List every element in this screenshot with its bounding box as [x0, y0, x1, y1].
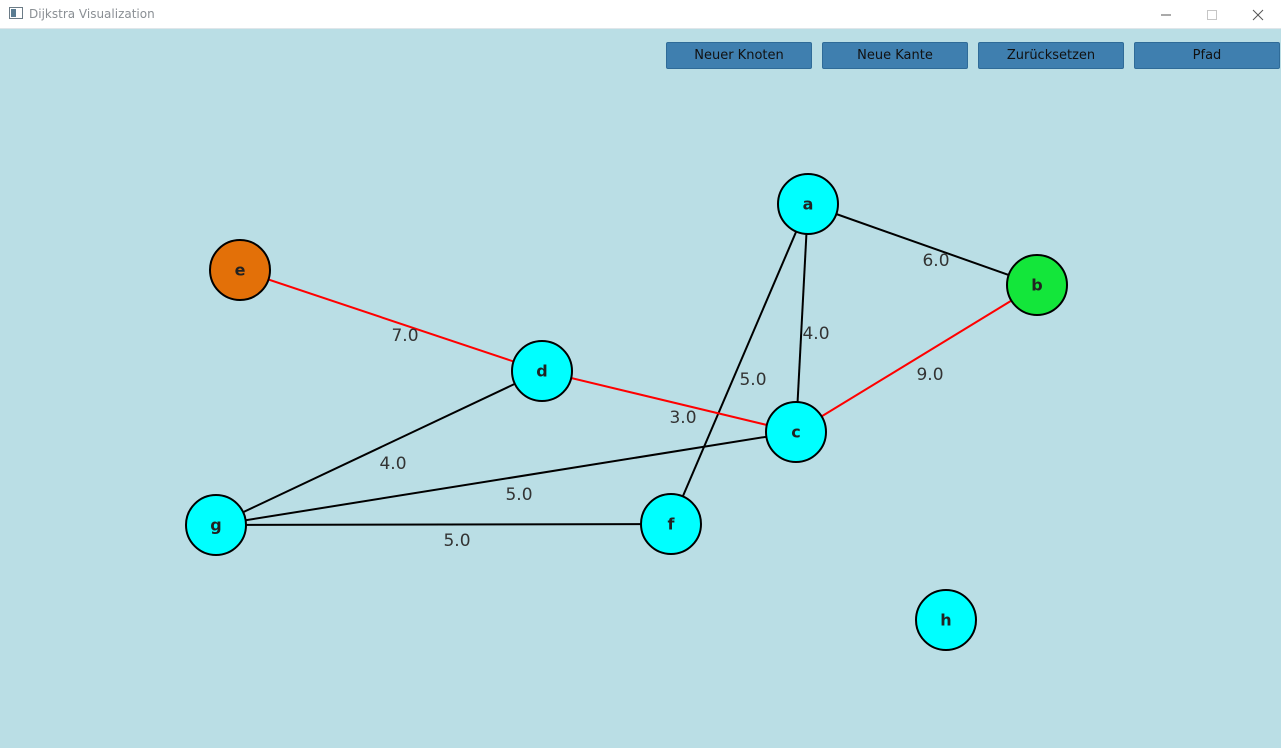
- edge-weight-g-d: 4.0: [379, 454, 406, 474]
- edge-weights-layer: 6.0 4.0 5.0 9.0 3.0 7.0 4.0 5.0 5.0: [379, 251, 949, 551]
- node-circle-b[interactable]: [1006, 254, 1068, 316]
- node-label-g: g: [210, 516, 221, 535]
- node-circle-g[interactable]: [185, 494, 247, 556]
- title-bar: Dijkstra Visualization: [0, 0, 1281, 29]
- node-d[interactable]: d: [511, 340, 573, 402]
- minimize-icon: [1161, 14, 1171, 15]
- node-label-d: d: [536, 362, 547, 381]
- node-g[interactable]: g: [185, 494, 247, 556]
- edge-weight-a-f: 5.0: [739, 370, 766, 390]
- node-circle-c[interactable]: [765, 401, 827, 463]
- edge-a-f[interactable]: [670, 203, 809, 525]
- node-label-c: c: [791, 423, 800, 442]
- maximize-button[interactable]: [1189, 0, 1235, 29]
- node-circle-a[interactable]: [777, 173, 839, 235]
- edge-a-c[interactable]: [795, 203, 809, 433]
- graph-canvas[interactable]: 6.0 4.0 5.0 9.0 3.0 7.0 4.0 5.0 5.0 a b c d e f g h Neu…: [0, 29, 1281, 748]
- edge-a-b[interactable]: [807, 203, 1038, 286]
- node-label-h: h: [940, 611, 951, 630]
- nodes-layer: a b c d e f g h: [185, 173, 1068, 651]
- path-button[interactable]: Pfad: [1134, 42, 1280, 69]
- edge-weight-a-b: 6.0: [922, 251, 949, 271]
- edge-g-f[interactable]: [215, 523, 672, 526]
- close-button[interactable]: [1235, 0, 1281, 29]
- edge-weight-e-d: 7.0: [391, 326, 418, 346]
- edge-d-c[interactable]: [541, 370, 797, 433]
- close-icon: [1252, 9, 1264, 20]
- edge-g-d[interactable]: [215, 370, 543, 526]
- window-title: Dijkstra Visualization: [29, 7, 155, 21]
- minimize-button[interactable]: [1143, 0, 1189, 29]
- edge-weight-g-f: 5.0: [443, 531, 470, 551]
- edge-e-d[interactable]: [239, 269, 543, 372]
- node-e[interactable]: e: [209, 239, 271, 301]
- node-h[interactable]: h: [915, 589, 977, 651]
- edge-weight-b-c: 9.0: [916, 365, 943, 385]
- maximize-icon: [1207, 9, 1217, 20]
- edges-layer: [215, 203, 1038, 526]
- node-circle-h[interactable]: [915, 589, 977, 651]
- node-c[interactable]: c: [765, 401, 827, 463]
- graph-drawing[interactable]: 6.0 4.0 5.0 9.0 3.0 7.0 4.0 5.0 5.0 a b c d e f g h: [0, 29, 1281, 748]
- edge-b-c[interactable]: [795, 284, 1038, 433]
- node-circle-d[interactable]: [511, 340, 573, 402]
- new-node-button[interactable]: Neuer Knoten: [666, 42, 812, 69]
- reset-button[interactable]: Zurücksetzen: [978, 42, 1124, 69]
- edge-weight-d-c: 3.0: [669, 408, 696, 428]
- node-label-f: f: [668, 515, 676, 534]
- node-a[interactable]: a: [777, 173, 839, 235]
- node-label-e: e: [235, 261, 246, 280]
- node-label-a: a: [803, 195, 814, 214]
- app-icon: [9, 7, 23, 19]
- node-b[interactable]: b: [1006, 254, 1068, 316]
- edge-g-c[interactable]: [215, 431, 797, 526]
- node-circle-f[interactable]: [640, 493, 702, 555]
- node-label-b: b: [1031, 276, 1042, 295]
- node-circle-e[interactable]: [209, 239, 271, 301]
- edge-weight-g-c: 5.0: [505, 485, 532, 505]
- edge-weight-a-c: 4.0: [802, 324, 829, 344]
- node-f[interactable]: f: [640, 493, 702, 555]
- new-edge-button[interactable]: Neue Kante: [822, 42, 968, 69]
